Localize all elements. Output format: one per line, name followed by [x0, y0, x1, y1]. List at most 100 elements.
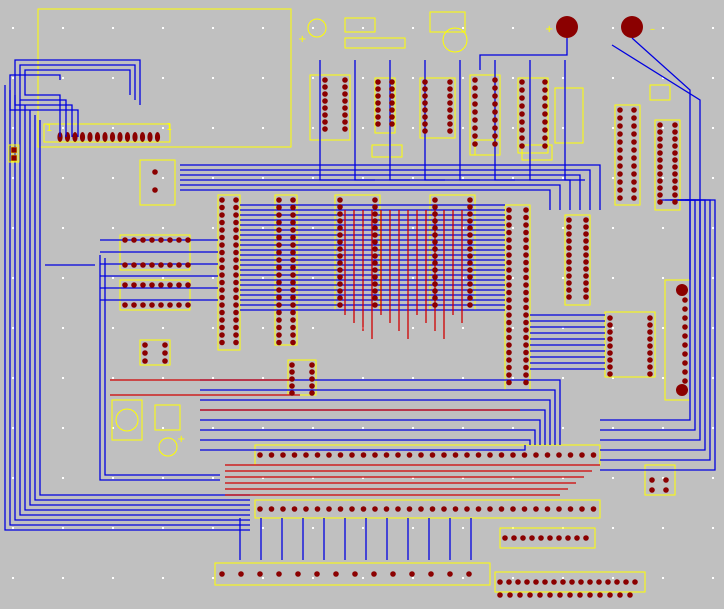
pin-pad — [523, 349, 529, 356]
pin-pad — [574, 535, 580, 541]
pin-pad — [617, 147, 623, 153]
pin-pad — [590, 506, 597, 512]
top-trace — [319, 60, 340, 181]
pin-pad — [349, 506, 355, 512]
pin-pad — [447, 86, 453, 92]
pin-pad — [544, 452, 551, 458]
grid-dot — [512, 577, 514, 579]
grid-dot — [662, 377, 664, 379]
pin-pad — [342, 84, 348, 90]
pin-pad — [447, 100, 453, 106]
pin-pad — [422, 86, 428, 92]
pin-pad — [523, 282, 529, 288]
left-trace — [104, 258, 220, 476]
pin-pad — [233, 287, 239, 293]
grid-dot — [662, 277, 664, 279]
pin-pad — [290, 257, 296, 263]
pin-pad — [682, 351, 688, 357]
pin-pad — [152, 169, 158, 175]
pin-pad — [520, 535, 526, 541]
grid-dot — [412, 427, 414, 429]
grid-dot — [562, 377, 564, 379]
pin-pad — [506, 252, 512, 258]
pin-pad — [617, 171, 623, 177]
pin-pad — [492, 93, 498, 99]
pin-pad — [276, 332, 282, 338]
grid-dot — [12, 427, 14, 429]
pin-pad — [432, 281, 438, 287]
grid-dot — [212, 377, 214, 379]
pin-pad — [276, 571, 282, 577]
pin-pad — [333, 571, 339, 577]
pin-pad — [657, 199, 663, 205]
grid-dot — [12, 227, 14, 229]
pin-pad — [590, 452, 597, 458]
pin-pad — [219, 212, 225, 218]
pin-pad — [142, 358, 148, 364]
pin-pad — [523, 342, 529, 348]
pin-pad — [569, 579, 575, 585]
pin-pad — [162, 358, 168, 364]
pin-pad — [418, 506, 424, 512]
pin-pad — [682, 324, 688, 330]
pin-pad — [631, 155, 637, 161]
grid-dot — [112, 327, 114, 329]
pin-pad — [607, 350, 613, 356]
pin-pad — [475, 506, 482, 512]
pin-pad — [583, 252, 589, 258]
pin-pad — [372, 295, 378, 301]
grid-dot — [12, 377, 14, 379]
pin-pad — [519, 95, 525, 101]
upper-trace — [180, 184, 561, 210]
grid-dot — [362, 177, 364, 179]
pin-pad — [140, 282, 146, 288]
pin-pad — [372, 452, 378, 458]
grid-dot — [62, 327, 64, 329]
grid-dot — [662, 227, 664, 229]
pin-pad — [219, 279, 225, 286]
pin-pad — [467, 239, 473, 245]
pin-pad — [167, 262, 173, 268]
pin-pad — [682, 342, 688, 348]
pin-pad — [506, 342, 512, 348]
pin-pad — [492, 125, 498, 131]
grid-dot — [462, 577, 464, 579]
pin-pad — [583, 535, 589, 541]
pin-pad — [432, 246, 438, 252]
grid-dot — [162, 227, 164, 229]
pin-pad — [290, 287, 296, 293]
pin-pad — [337, 302, 343, 308]
grid-dot — [662, 127, 664, 129]
grid-dot — [162, 77, 164, 79]
grid-dot — [312, 477, 314, 479]
pin-pad — [542, 143, 548, 149]
pin-pad — [447, 571, 453, 577]
grid-dot — [362, 127, 364, 129]
pin-pad — [467, 302, 473, 308]
pin-pad — [523, 357, 529, 363]
pin-pad — [523, 229, 529, 236]
pin-pad — [337, 218, 343, 224]
pin-pad — [533, 506, 539, 512]
pin-pad — [466, 571, 472, 577]
pin-pad — [467, 211, 473, 217]
pin-pad — [607, 364, 613, 370]
pin-pad — [672, 192, 678, 198]
pin-pad — [657, 150, 663, 156]
pin-pad — [158, 282, 164, 288]
grid-dot — [712, 77, 714, 79]
upper-trace — [180, 174, 581, 210]
pin-pad — [122, 262, 128, 268]
pin-pad — [498, 452, 505, 458]
pin-pad — [447, 121, 453, 127]
grid-dot — [562, 427, 564, 429]
pin-pad — [647, 336, 653, 342]
grid-dot — [262, 427, 264, 429]
pin-pad — [322, 77, 328, 83]
pin-pad — [422, 93, 428, 99]
grid-dot — [712, 127, 714, 129]
upper-trace — [180, 169, 591, 210]
grid-dot — [712, 577, 714, 579]
grid-dot — [412, 527, 414, 529]
grid-dot — [712, 477, 714, 479]
